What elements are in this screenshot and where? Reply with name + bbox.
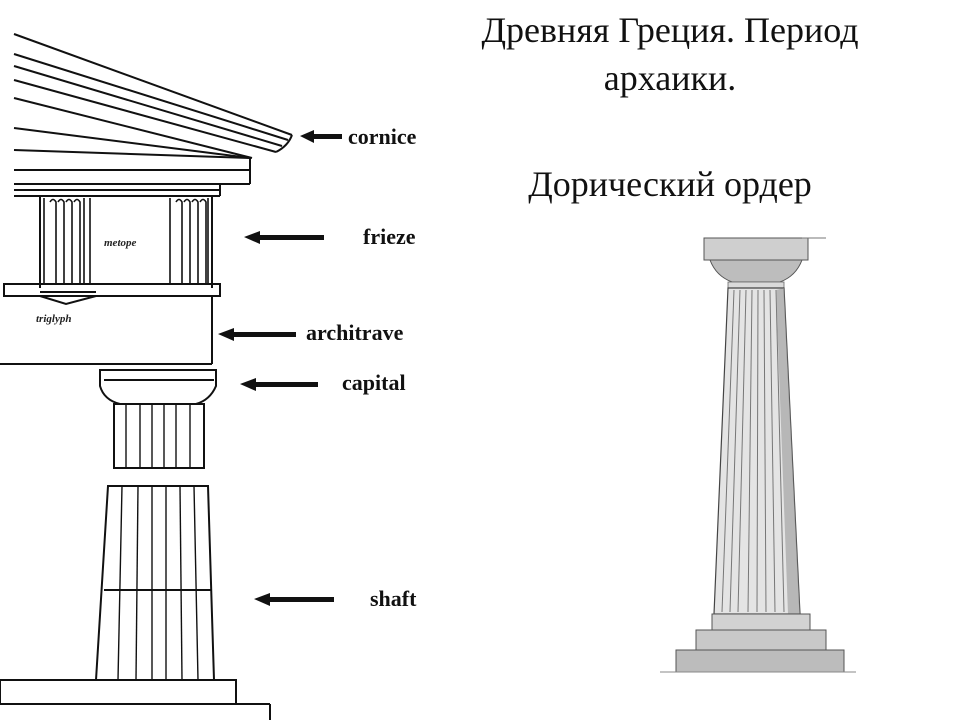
label-architrave: architrave <box>306 320 404 345</box>
pointer-arrows <box>218 130 342 606</box>
label-frieze: frieze <box>363 224 416 249</box>
doric-column-illustration <box>660 237 856 673</box>
slide-title-line-1: Древняя Греция. Период <box>481 10 859 50</box>
entablature-drawing <box>0 33 293 720</box>
arrow-cornice <box>300 130 342 143</box>
label-triglyph: triglyph <box>36 313 71 325</box>
arrow-architrave <box>218 328 296 341</box>
arrow-capital <box>240 378 318 391</box>
slide-subtitle: Дорический ордер <box>528 164 812 204</box>
arrow-frieze <box>244 231 324 244</box>
arrow-shaft <box>254 593 334 606</box>
slide-title: Древняя Греция. Период архаики. <box>420 6 920 102</box>
label-shaft: shaft <box>370 586 417 611</box>
label-capital: capital <box>342 370 406 395</box>
label-metope: metope <box>104 237 136 249</box>
slide-title-line-2: архаики. <box>603 58 737 98</box>
label-cornice: cornice <box>348 124 417 149</box>
